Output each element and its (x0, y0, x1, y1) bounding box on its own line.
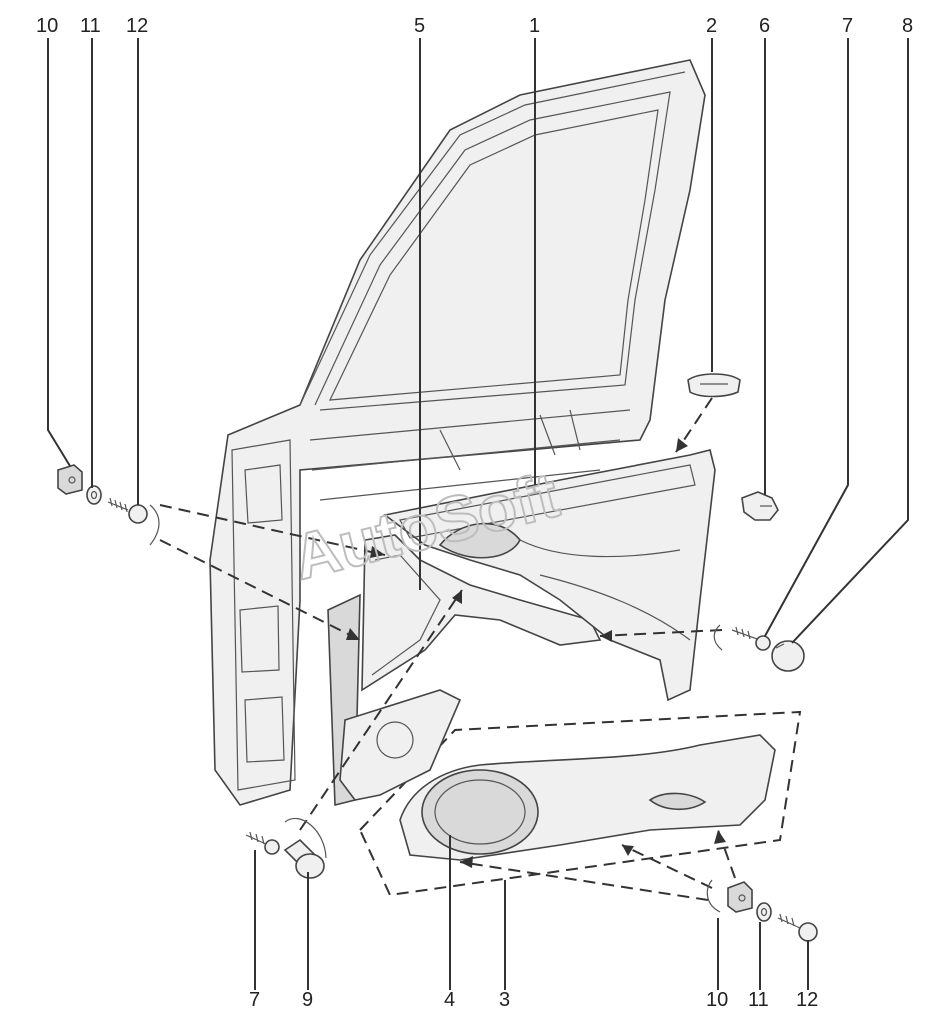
clip-nut-top (57, 464, 83, 495)
cap-right (771, 640, 805, 672)
callouts-top: 10 11 12 5 1 2 6 7 8 (36, 15, 913, 37)
clip-2 (687, 373, 741, 398)
callout-11-bottom: 11 (748, 989, 769, 1011)
leader-lines (47, 38, 909, 990)
callout-8: 8 (902, 15, 913, 37)
callout-12-bottom: 12 (796, 989, 818, 1011)
screw-bottom-right (777, 913, 818, 942)
callout-7-top: 7 (842, 15, 853, 37)
clip-nut-bottom (727, 881, 753, 913)
callout-2: 2 (706, 15, 717, 37)
callout-12-top: 12 (126, 15, 148, 37)
callout-4: 4 (444, 989, 455, 1011)
callouts-bottom: 7 9 4 3 10 11 12 (249, 989, 818, 1011)
callout-6: 6 (759, 15, 770, 37)
speaker-grille (421, 769, 539, 855)
callout-5: 5 (414, 15, 425, 37)
screw-right (731, 626, 771, 651)
assembly-arrows (149, 397, 736, 913)
callout-1: 1 (529, 15, 540, 37)
screw-bottom (245, 831, 280, 855)
washer-top (86, 485, 102, 505)
washer-bottom (756, 902, 772, 922)
door-shell (209, 59, 706, 807)
cap-bottom (283, 838, 325, 879)
callout-3: 3 (499, 989, 510, 1011)
callout-7-bottom: 7 (249, 989, 260, 1011)
callout-10-bottom: 10 (706, 989, 728, 1011)
callout-11-top: 11 (80, 15, 101, 37)
push-plug (741, 491, 779, 521)
callout-10-top: 10 (36, 15, 58, 37)
callout-9: 9 (302, 989, 313, 1011)
screw-top (107, 497, 148, 524)
armrest-handle (383, 449, 716, 702)
trim-lower-left (339, 689, 462, 801)
